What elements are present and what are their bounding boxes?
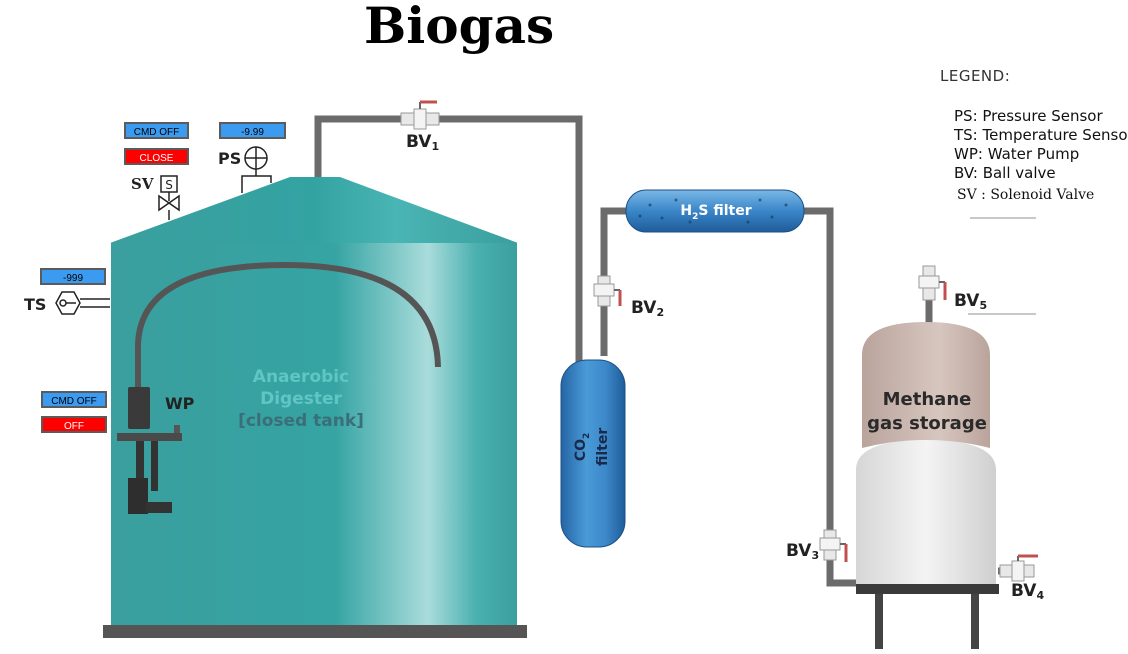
legend-item-sv: SV : Solenoid Valve: [957, 187, 1095, 203]
digester-label-line1: Anaerobic: [252, 367, 350, 387]
bv3-label: BV3: [786, 541, 820, 562]
page-title: Biogas: [364, 0, 555, 55]
digester-label-line3: [closed tank]: [238, 411, 364, 431]
water-pump: [117, 387, 182, 514]
ts-value-display: -999: [40, 268, 106, 285]
methane-storage-tank: [856, 322, 999, 649]
temperature-sensor-icon: [55, 291, 110, 315]
legend-item-wp: WP: Water Pump: [954, 145, 1080, 163]
h2s-filter: [625, 189, 805, 233]
legend-item-ts: TS: Temperature Sensor: [954, 126, 1128, 144]
methane-label-line2: gas storage: [867, 413, 987, 434]
wp-label: WP: [165, 394, 195, 413]
legend-item-bv: BV: Ball valve: [954, 164, 1056, 182]
pressure-sensor-icon: [241, 146, 272, 193]
digester-label-line2: Digester: [260, 389, 342, 409]
bv5-label: BV5: [954, 291, 988, 312]
ps-value-display: -9.99: [219, 122, 286, 139]
wp-command-button[interactable]: CMD OFF: [41, 391, 107, 408]
sv-label: SV: [131, 175, 154, 193]
ball-valve-1-icon: [400, 100, 440, 130]
bv1-label: BV1: [406, 132, 440, 153]
ball-valve-5-icon: [918, 265, 947, 301]
solenoid-valve-icon: S: [158, 175, 180, 220]
sv-state-indicator: CLOSE: [124, 148, 189, 165]
methane-storage-label: Methane gas storage: [862, 388, 992, 436]
ts-label: TS: [24, 295, 47, 314]
bv4-label: BV4: [1011, 581, 1045, 602]
bv2-label: BV2: [631, 298, 665, 319]
legend-item-ps: PS: Pressure Sensor: [954, 107, 1103, 125]
h2s-filter-label: H2S filter: [680, 203, 752, 222]
legend-heading: LEGEND:: [940, 67, 1011, 85]
sv-command-button[interactable]: CMD OFF: [124, 122, 189, 139]
ball-valve-4-icon: [999, 554, 1038, 582]
ps-label: PS: [218, 149, 242, 168]
methane-label-line1: Methane: [882, 389, 972, 410]
digester-label: Anaerobic Digester [closed tank]: [226, 366, 376, 432]
co2-filter: [560, 359, 626, 548]
svg-text:S: S: [165, 178, 173, 192]
wp-state-indicator: OFF: [41, 416, 107, 433]
ball-valve-2-icon: [593, 275, 622, 307]
ball-valve-3-icon: [819, 529, 848, 562]
